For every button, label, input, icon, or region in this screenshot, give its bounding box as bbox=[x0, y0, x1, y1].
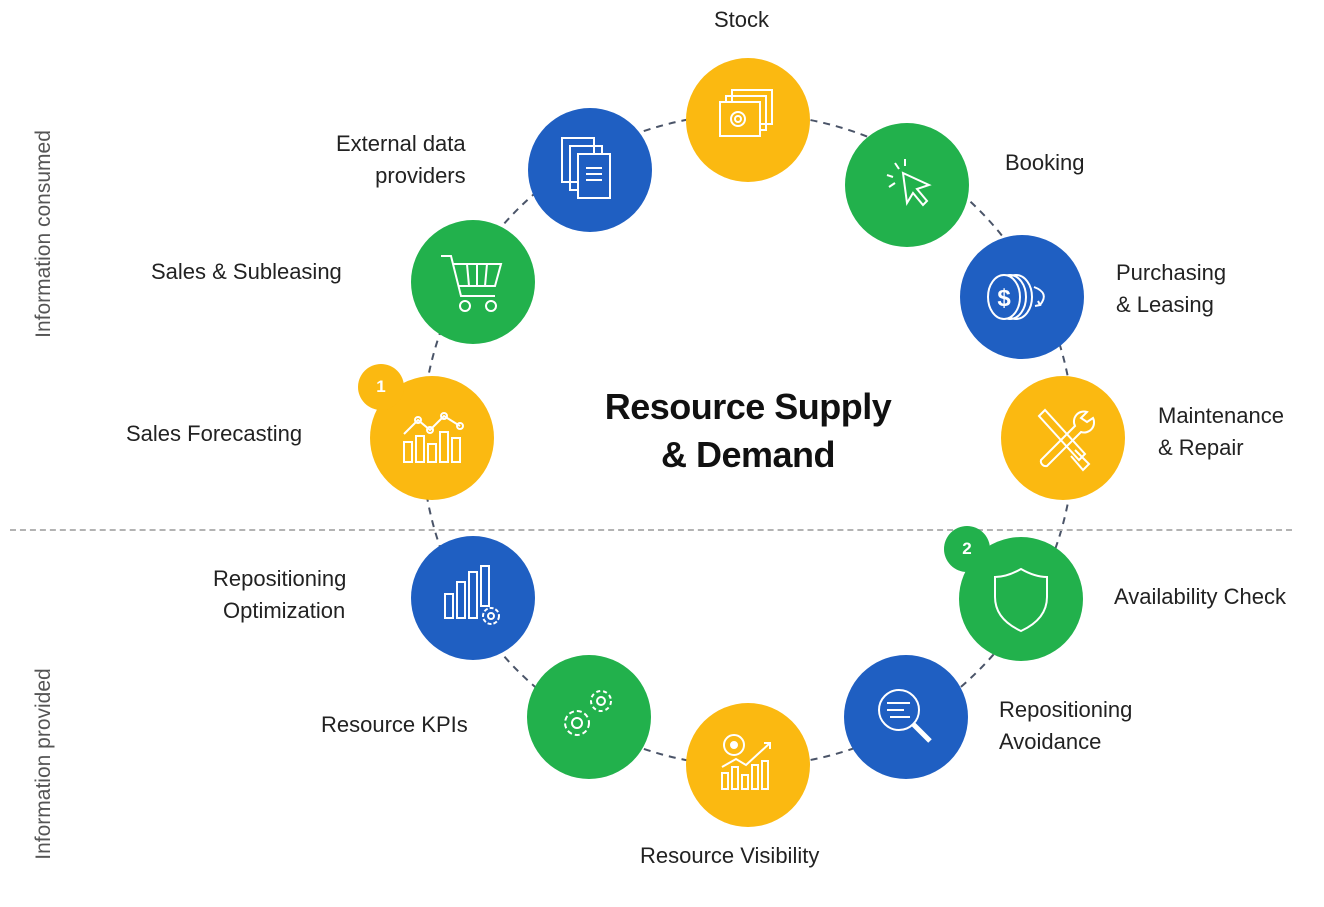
label-purchasing-line2: & Leasing bbox=[1116, 292, 1214, 317]
label-maintenance: Maintenance & Repair bbox=[1158, 400, 1284, 464]
label-maintenance-line1: Maintenance bbox=[1158, 403, 1284, 428]
label-kpis: Resource KPIs bbox=[321, 712, 468, 737]
node-visibility bbox=[686, 703, 810, 827]
node-subleasing bbox=[411, 220, 535, 344]
badge-1: 1 bbox=[358, 364, 404, 410]
label-avoidance-line2: Avoidance bbox=[999, 729, 1102, 754]
label-subleasing: Sales & Subleasing bbox=[151, 259, 342, 284]
node-purchasing: $ bbox=[960, 235, 1084, 359]
label-purchasing: Purchasing & Leasing bbox=[1116, 257, 1226, 321]
cursor-click-icon bbox=[886, 159, 932, 207]
label-external: External data providers bbox=[336, 128, 466, 192]
wrench-screwdriver-icon bbox=[1037, 408, 1096, 472]
gears-icon bbox=[564, 690, 612, 736]
bar-chart-gear-icon bbox=[444, 565, 500, 625]
node-maintenance bbox=[1001, 376, 1125, 500]
dollar-coins-icon: $ bbox=[987, 274, 1045, 320]
label-optimization: Repositioning Optimization bbox=[213, 563, 346, 627]
center-title: Resource Supply & Demand bbox=[548, 383, 948, 479]
label-avoidance-line1: Repositioning bbox=[999, 697, 1133, 722]
shield-icon bbox=[994, 567, 1048, 633]
side-label-provided: Information provided bbox=[32, 668, 55, 860]
shopping-cart-icon bbox=[441, 255, 503, 312]
label-visibility: Resource Visibility bbox=[640, 843, 820, 868]
center-title-line2: & Demand bbox=[660, 434, 836, 475]
label-external-line1: External data bbox=[336, 131, 466, 156]
label-booking: Booking bbox=[1005, 150, 1085, 175]
side-label-consumed: Information consumed bbox=[32, 130, 55, 338]
label-availability: Availability Check bbox=[1114, 584, 1287, 609]
label-maintenance-line2: & Repair bbox=[1158, 435, 1244, 460]
node-stock bbox=[686, 58, 810, 182]
node-avoidance bbox=[844, 655, 968, 779]
node-external bbox=[528, 108, 652, 232]
node-optimization bbox=[411, 536, 535, 660]
label-optimization-line1: Repositioning bbox=[213, 566, 347, 591]
eye-chart-icon bbox=[721, 734, 771, 790]
node-booking bbox=[845, 123, 969, 247]
documents-icon bbox=[561, 137, 611, 199]
magnifier-icon bbox=[878, 689, 932, 743]
node-kpis bbox=[527, 655, 651, 779]
label-external-line2: providers bbox=[375, 163, 466, 188]
label-purchasing-line1: Purchasing bbox=[1116, 260, 1227, 285]
trend-chart-icon bbox=[403, 412, 464, 463]
badge-2: 2 bbox=[944, 526, 990, 572]
label-avoidance: Repositioning Avoidance bbox=[999, 694, 1132, 758]
label-forecasting: Sales Forecasting bbox=[126, 421, 303, 446]
center-title-line1: Resource Supply bbox=[604, 386, 892, 427]
label-optimization-line2: Optimization bbox=[223, 598, 346, 623]
gear-documents-icon bbox=[719, 89, 773, 137]
label-stock: Stock bbox=[714, 7, 770, 32]
svg-text:$: $ bbox=[997, 285, 1011, 312]
section-divider bbox=[10, 529, 1292, 531]
